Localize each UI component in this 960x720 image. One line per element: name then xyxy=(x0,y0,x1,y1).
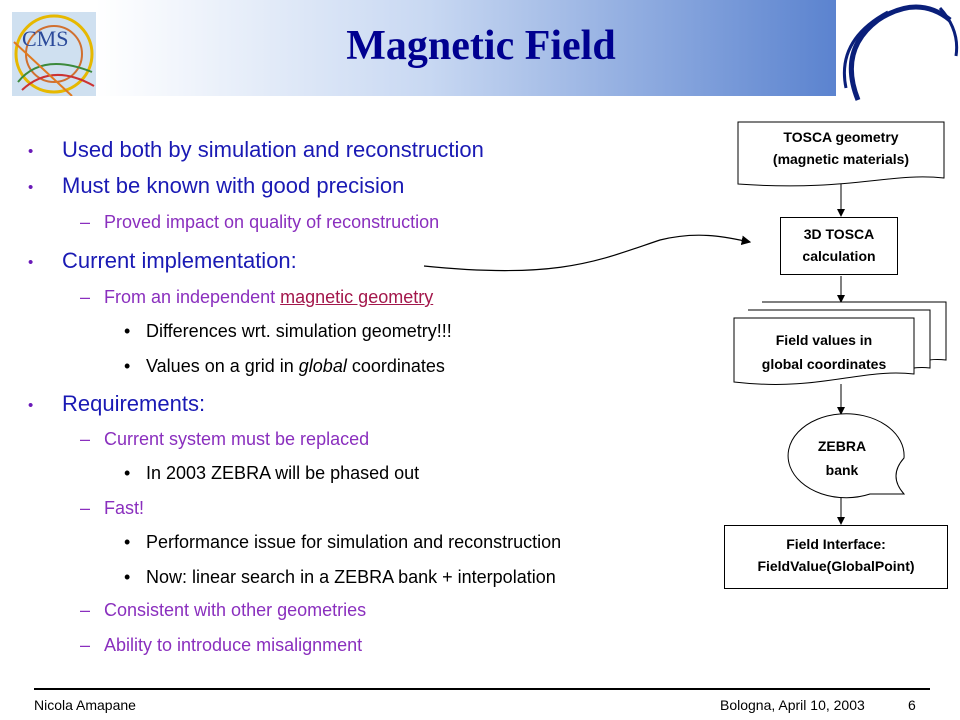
bullet-marker: • xyxy=(28,254,34,271)
infn-logo-text: INFN xyxy=(858,44,929,77)
tosca-geometry-line1: TOSCA geometry xyxy=(783,129,899,145)
bullet-current-implementation: Current implementation: xyxy=(62,248,297,273)
dot-marker: • xyxy=(124,463,131,483)
magnetic-geometry-link[interactable]: magnetic geometry xyxy=(280,287,434,307)
cms-logo-icon: CMS xyxy=(12,12,96,96)
calc-line1: 3D TOSCA xyxy=(803,226,875,242)
zebra-bank-box: ZEBRA bank xyxy=(790,434,894,482)
calc-line2: calculation xyxy=(802,248,876,264)
sub-proved-impact: Proved impact on quality of reconstructi… xyxy=(104,212,440,232)
infn-logo-icon: INFN TORINO xyxy=(842,4,959,101)
sub-replaced: Current system must be replaced xyxy=(104,429,370,449)
footer-page-number: 6 xyxy=(908,697,916,713)
title-band xyxy=(96,0,836,96)
footer-rule xyxy=(34,688,930,690)
bullet-requirements: Requirements: xyxy=(62,391,206,416)
dot-marker: • xyxy=(124,532,131,552)
tosca-calculation-box: 3D TOSCA calculation xyxy=(780,217,898,275)
footer-author: Nicola Amapane xyxy=(34,697,136,713)
footer-date: Bologna, April 10, 2003 xyxy=(720,697,865,713)
slide-title: Magnetic Field xyxy=(346,23,616,69)
values-doc-front xyxy=(733,317,915,385)
zebra-bank-shape xyxy=(787,413,906,499)
dash-marker: – xyxy=(80,600,91,620)
interface-line2: FieldValue(GlobalPoint) xyxy=(757,558,915,574)
subsub-performance: Performance issue for simulation and rec… xyxy=(146,532,562,552)
sub-independent-prefix: From an independent xyxy=(104,287,276,307)
curved-arrow xyxy=(423,234,752,272)
dash-marker: – xyxy=(80,635,91,655)
bullet-precision: Must be known with good precision xyxy=(62,173,405,198)
dash-marker: – xyxy=(80,287,91,307)
dot-marker: • xyxy=(124,356,131,376)
values-grid-em: global xyxy=(298,356,347,376)
tosca-geometry-shape xyxy=(737,121,945,187)
field-values-box: Field values in global coordinates xyxy=(734,328,914,376)
values-line1: Field values in xyxy=(775,332,873,348)
subsub-values-grid: Values on a grid in global coordinates xyxy=(146,356,445,377)
tosca-geometry-line2: (magnetic materials) xyxy=(772,151,910,167)
bullet-marker: • xyxy=(28,397,34,414)
values-grid-pre: Values on a grid in xyxy=(146,356,294,376)
sub-independent-geometry: From an independent magnetic geometry xyxy=(104,287,433,308)
subsub-zebra-phased-out: In 2003 ZEBRA will be phased out xyxy=(146,463,420,483)
bullet-used-both: Used both by simulation and reconstructi… xyxy=(62,137,484,162)
values-grid-post: coordinates xyxy=(351,356,445,376)
dot-marker: • xyxy=(124,321,131,341)
zebra-line2: bank xyxy=(825,462,859,478)
dash-marker: – xyxy=(80,498,91,518)
values-line2: global coordinates xyxy=(761,356,887,372)
bullet-marker: • xyxy=(28,143,34,160)
sub-fast: Fast! xyxy=(104,498,145,518)
sub-misalignment: Ability to introduce misalignment xyxy=(104,635,363,655)
dot-marker: • xyxy=(124,567,131,587)
sub-consistent: Consistent with other geometries xyxy=(104,600,367,620)
cms-logo-text: CMS xyxy=(22,26,68,51)
dash-marker: – xyxy=(80,212,91,232)
zebra-line1: ZEBRA xyxy=(817,438,867,454)
bullet-marker: • xyxy=(28,179,34,196)
tosca-geometry-box: TOSCA geometry (magnetic materials) xyxy=(738,126,944,170)
infn-logo-subtext: TORINO xyxy=(898,78,937,89)
dash-marker: – xyxy=(80,429,91,449)
field-interface-box: Field Interface: FieldValue(GlobalPoint) xyxy=(724,525,948,589)
subsub-differences: Differences wrt. simulation geometry!!! xyxy=(146,321,452,341)
interface-line1: Field Interface: xyxy=(786,536,886,552)
subsub-linear-search: Now: linear search in a ZEBRA bank + int… xyxy=(146,567,556,587)
